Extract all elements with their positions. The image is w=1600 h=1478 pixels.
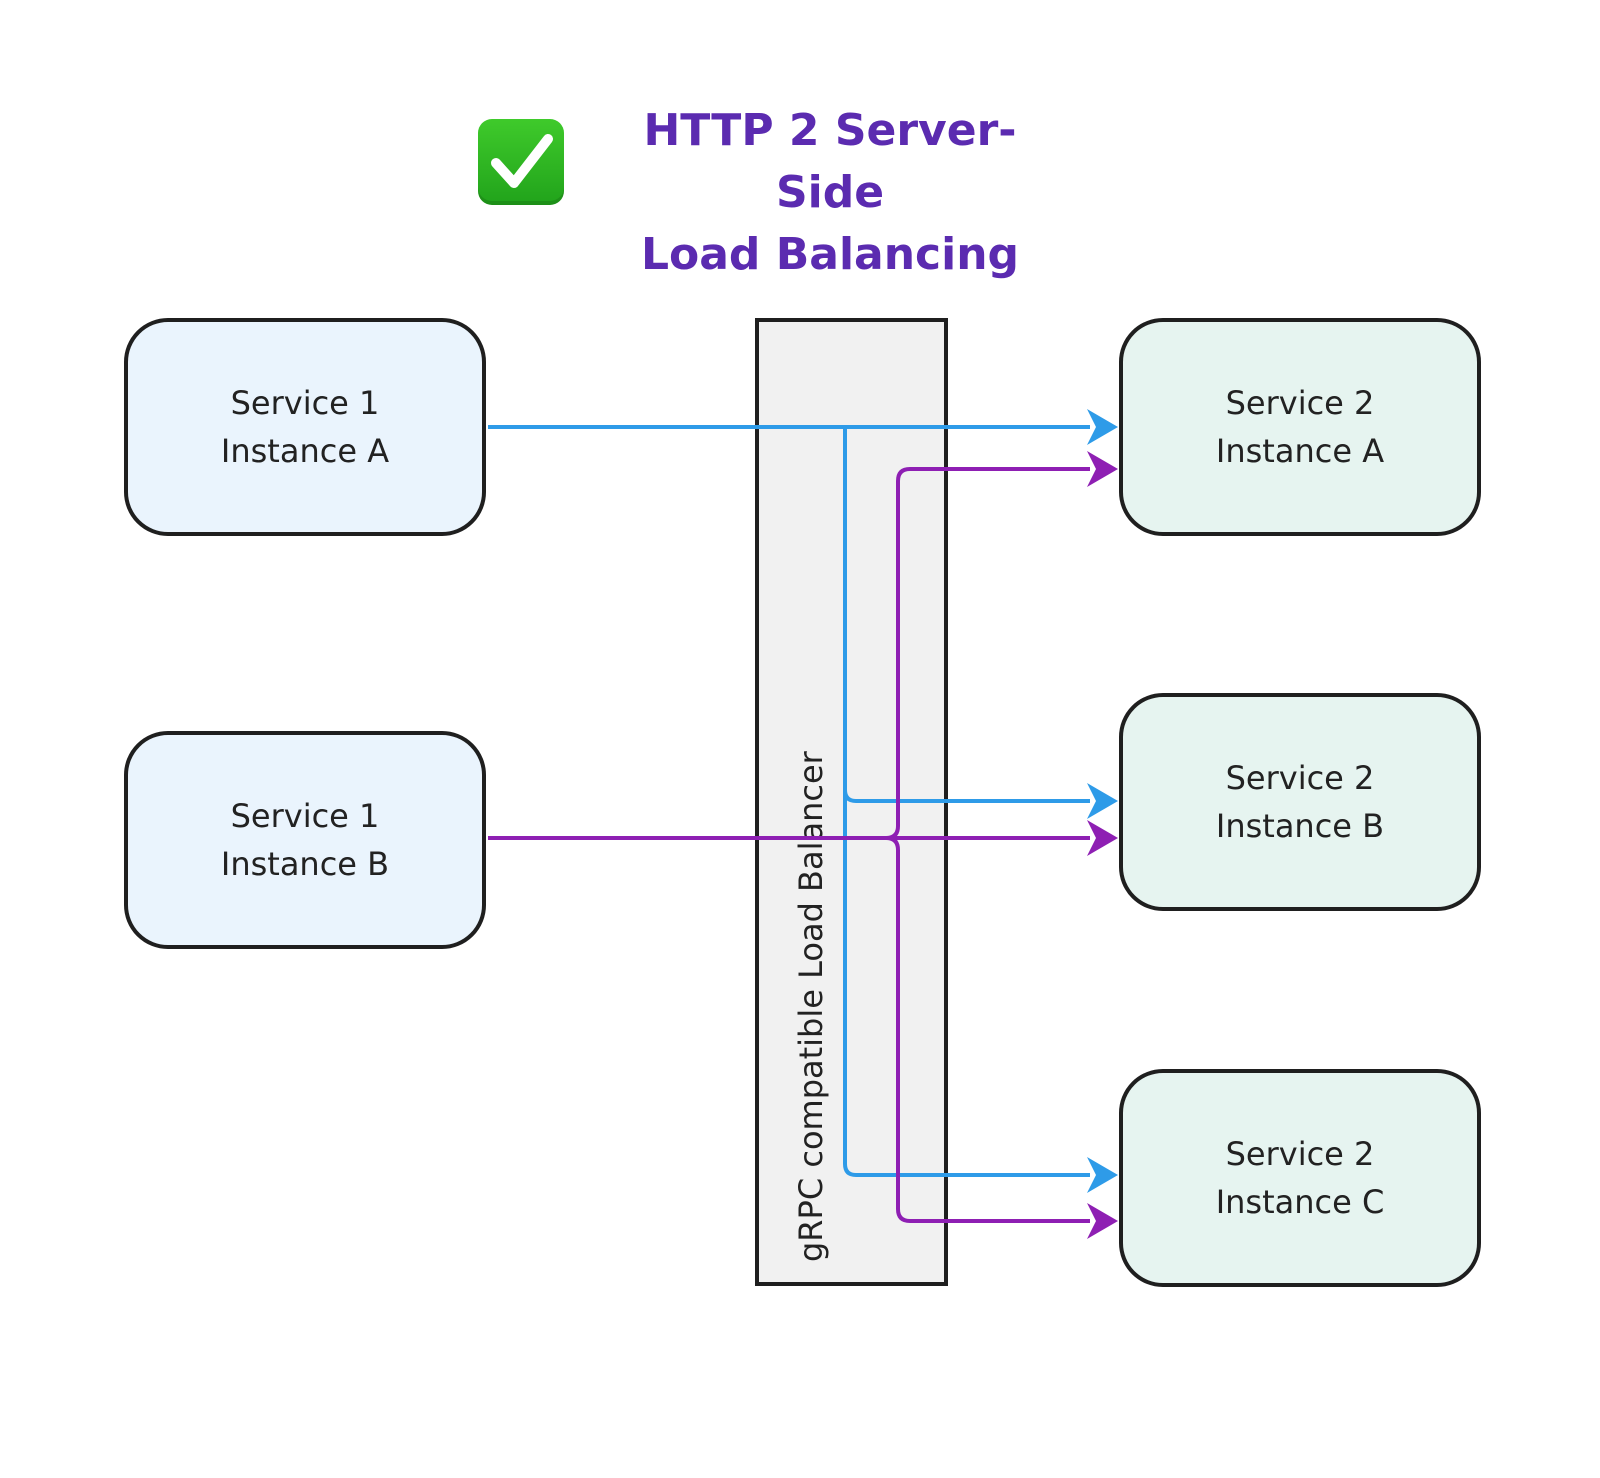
service1-instance-b-line1: Service 1 <box>230 797 380 835</box>
check-mark-icon <box>478 119 564 205</box>
purple-arrowhead-b <box>1087 820 1118 856</box>
blue-arrowhead-c <box>1087 1157 1118 1193</box>
service1-instance-a-line2: Instance A <box>220 432 390 470</box>
service1-instance-a: Service 1 Instance A <box>124 318 486 536</box>
purple-arrowhead-a <box>1087 451 1118 487</box>
purple-connection-group <box>488 467 1090 1223</box>
blue-connection-group <box>488 425 1090 1177</box>
service2-instance-a: Service 2 Instance A <box>1119 318 1481 536</box>
title-line-1: HTTP 2 Server-Side <box>643 105 1017 218</box>
service2-instance-b-line1: Service 2 <box>1225 759 1375 797</box>
service2-instance-c-line1: Service 2 <box>1225 1135 1375 1173</box>
service1-instance-b: Service 1 Instance B <box>124 731 486 949</box>
service2-instance-a-line1: Service 2 <box>1225 384 1375 422</box>
blue-arrowhead-a <box>1087 409 1118 445</box>
blue-arrowhead-b <box>1087 783 1118 819</box>
service1-instance-b-line2: Instance B <box>220 845 390 883</box>
purple-arrowheads <box>1087 451 1118 1239</box>
title-line-2: Load Balancing <box>640 229 1020 280</box>
service1-instance-a-line1: Service 1 <box>230 384 380 422</box>
service2-instance-c-line2: Instance C <box>1215 1183 1385 1221</box>
diagram-title: HTTP 2 Server-Side Load Balancing <box>600 100 1060 286</box>
service2-instance-b-line2: Instance B <box>1215 807 1385 845</box>
blue-arrowheads <box>1087 409 1118 1193</box>
purple-arrowhead-c <box>1087 1203 1118 1239</box>
blue-connection-to-service2-c <box>843 790 1090 1177</box>
blue-connection-to-service2-b <box>843 427 1090 803</box>
purple-connection-to-service2-a <box>885 467 1090 840</box>
purple-connection-to-service2-c <box>885 836 1090 1223</box>
service2-instance-b: Service 2 Instance B <box>1119 693 1481 911</box>
service2-instance-c: Service 2 Instance C <box>1119 1069 1481 1287</box>
service2-instance-a-line2: Instance A <box>1215 432 1385 470</box>
